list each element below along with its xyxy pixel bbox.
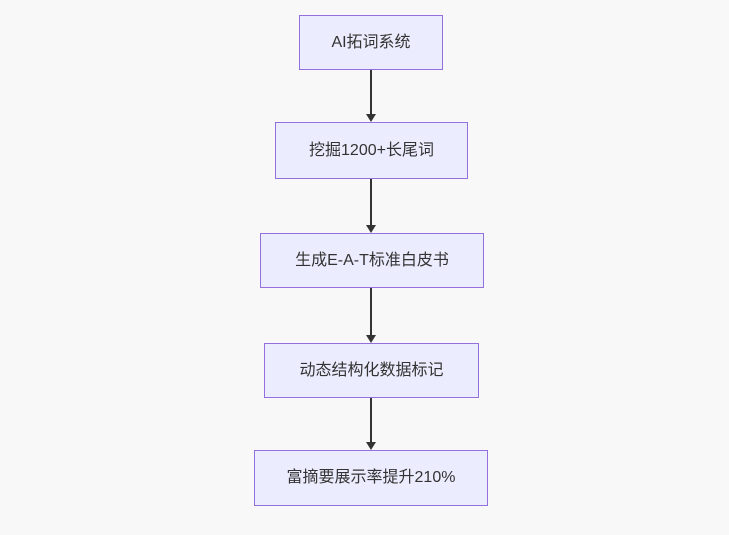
flow-node-label: AI拓词系统	[331, 33, 411, 51]
arrowhead-down-icon	[366, 442, 376, 450]
edge-line	[370, 179, 372, 225]
flow-node-label: 生成E-A-T标准白皮书	[295, 251, 449, 269]
edge-line	[370, 70, 372, 114]
flow-node-longtail-mining: 挖掘1200+长尾词	[275, 122, 468, 179]
arrowhead-down-icon	[366, 225, 376, 233]
flow-edge-3	[366, 288, 376, 343]
arrowhead-down-icon	[366, 114, 376, 122]
flow-node-label: 动态结构化数据标记	[299, 361, 444, 379]
flow-edge-4	[366, 398, 376, 450]
flow-node-rich-snippet-result: 富摘要展示率提升210%	[254, 450, 488, 506]
edge-line	[370, 288, 372, 335]
flow-node-ai-keyword-system: AI拓词系统	[299, 15, 443, 70]
flow-edge-1	[366, 70, 376, 122]
flow-node-label: 富摘要展示率提升210%	[286, 469, 456, 487]
arrowhead-down-icon	[366, 335, 376, 343]
flow-node-label: 挖掘1200+长尾词	[309, 141, 434, 159]
flow-edge-2	[366, 179, 376, 233]
flow-node-eat-whitepaper: 生成E-A-T标准白皮书	[260, 233, 484, 288]
edge-line	[370, 398, 372, 442]
flow-node-structured-data-markup: 动态结构化数据标记	[264, 343, 479, 398]
